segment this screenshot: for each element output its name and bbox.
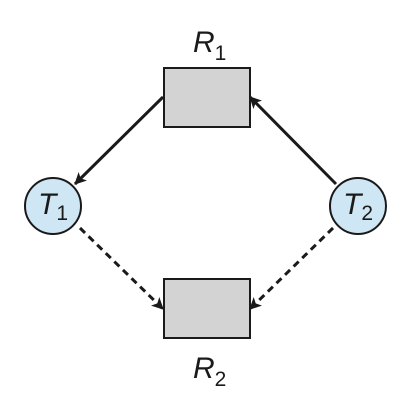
thread-t1-label: T1 (38, 188, 68, 225)
edge-t2-to-r1 (248, 95, 338, 186)
resource-r1-label: R1 (193, 26, 226, 65)
edge-t2-to-r2 (248, 226, 335, 311)
resource-r2-label: R2 (193, 352, 226, 391)
resource-r2-box (163, 278, 251, 339)
edge-t1-to-r2 (78, 226, 165, 311)
resource-r1-box (163, 67, 251, 128)
thread-t2-node (329, 177, 387, 235)
edge-r1-to-t1 (73, 95, 165, 186)
thread-t2-label: T2 (343, 188, 373, 225)
thread-t1-node (24, 177, 82, 235)
